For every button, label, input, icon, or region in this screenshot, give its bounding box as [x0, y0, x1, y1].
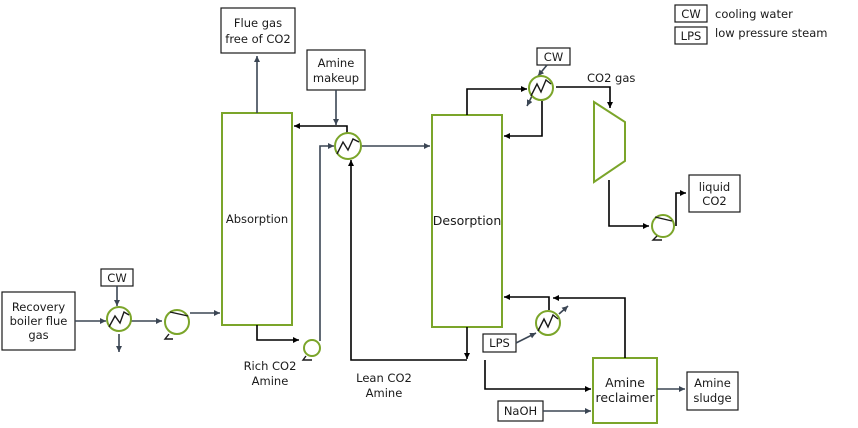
amine-makeup-line-2: makeup: [313, 71, 359, 85]
recovery-boiler-line-1: Recovery: [12, 300, 66, 314]
flue-gas-blower: [163, 309, 190, 340]
reclaimer-line-2: reclaimer: [595, 390, 655, 405]
reboiler-return: [504, 294, 550, 310]
liquid-co2-line-2: CO2: [702, 194, 726, 208]
legend-cw-abbr: CW: [681, 7, 700, 21]
lean-amine-line-1: Lean CO2: [356, 371, 412, 385]
amine-sludge-box: Amine sludge: [686, 371, 739, 411]
rich-amine-pump: [301, 339, 321, 361]
lean-return: [348, 160, 467, 361]
recovery-boiler-flue-gas-box: Recovery boiler flue gas: [1, 291, 76, 351]
compressor-to-co2-pump: [608, 180, 649, 229]
overhead-condenser: [528, 75, 554, 101]
amine-sludge-line-1: Amine: [694, 376, 731, 390]
cw-inlet-label: CW: [107, 271, 126, 285]
reboiler: [535, 310, 561, 336]
legend-cw-label: cooling water: [715, 7, 793, 21]
co2-pump: [651, 214, 675, 241]
flue-gas-free-box: Flue gas free of CO2: [220, 7, 296, 54]
lps-box: LPS: [482, 333, 517, 353]
lean-rich-heat-exchanger: [334, 132, 362, 160]
naoh-label: NaOH: [504, 404, 537, 418]
cw-condenser-box: CW: [536, 47, 571, 66]
co2-gas-label: CO2 gas: [587, 71, 635, 85]
amine-sludge-line-2: sludge: [693, 391, 731, 405]
legend-cw-box: [674, 4, 708, 23]
reclaimer-to-desorber: [553, 295, 626, 358]
lps-supply: [515, 332, 537, 344]
recovery-boiler-line-2: boiler flue: [10, 314, 68, 328]
desorption-column: Desorption: [431, 114, 503, 328]
legend: CW cooling water LPS low pressure steam: [674, 4, 827, 45]
to-reclaimer: [484, 360, 591, 392]
cw-condenser-supply: [537, 64, 548, 77]
lps-condensate: [558, 305, 569, 315]
flue-gas-line-1: Flue gas: [234, 16, 282, 30]
rich-amine-line-2: Amine: [252, 374, 289, 388]
co2-pump-to-liquid: [675, 190, 686, 226]
flow-lines: [75, 56, 686, 414]
pump-to-heat-exchanger: [319, 143, 334, 341]
recovery-boiler-line-3: gas: [28, 328, 48, 342]
absorption-column: Absorption: [221, 112, 293, 326]
naoh-box: NaOH: [497, 400, 544, 422]
liquid-co2-box: liquid CO2: [688, 174, 741, 213]
cw-condenser-label: CW: [544, 50, 563, 64]
amine-makeup-line-1: Amine: [318, 56, 355, 70]
lean-amine-line-2: Amine: [366, 386, 403, 400]
rich-to-pump: [256, 325, 299, 343]
rich-amine-line-1: Rich CO2: [244, 359, 297, 373]
absorption-label: Absorption: [226, 212, 288, 226]
lps-label: LPS: [489, 336, 510, 350]
legend-lps-label: low pressure steam: [715, 26, 827, 40]
desorber-overhead: [466, 86, 527, 115]
flue-gas-cooler: [106, 306, 132, 332]
co2-compressor: [593, 100, 626, 184]
legend-lps-box: [674, 26, 708, 45]
desorption-label: Desorption: [433, 213, 502, 228]
flue-gas-line-2: free of CO2: [225, 32, 290, 46]
legend-lps-abbr: LPS: [681, 29, 702, 43]
liquid-co2-line-1: liquid: [699, 180, 730, 194]
reclaimer-line-1: Amine: [605, 375, 645, 390]
amine-makeup-box: Amine makeup: [306, 49, 366, 91]
cw-condenser-return: [526, 95, 533, 107]
cw-inlet-box: CW: [100, 268, 134, 287]
condenser-reflux: [504, 101, 543, 139]
lean-to-absorber: [294, 123, 348, 133]
co2-gas-to-compressor: [556, 86, 613, 108]
amine-reclaimer: Amine reclaimer: [592, 357, 658, 424]
